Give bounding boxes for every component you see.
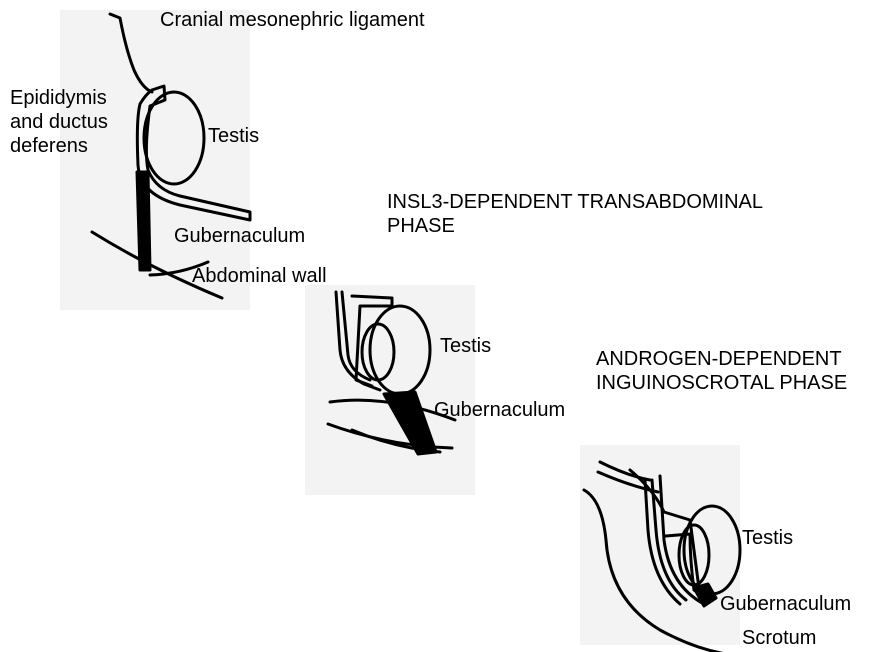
gubernaculum-label-3: Gubernaculum: [720, 592, 851, 616]
testis-label-3: Testis: [742, 526, 793, 550]
testis-label-1: Testis: [208, 124, 259, 148]
gubernaculum-label-1: Gubernaculum: [174, 224, 305, 248]
testis-label-2: Testis: [440, 334, 491, 358]
inguinoscrotal-phase-line2: INGUINOSCROTAL PHASE: [596, 371, 847, 395]
transabdominal-phase-line1: INSL3-DEPENDENT TRANSABDOMINAL: [387, 190, 763, 214]
scrotum-label: Scrotum: [742, 626, 816, 650]
epididymis-label-line3: deferens: [10, 134, 108, 158]
gubernaculum-1: [137, 172, 150, 270]
testis-2: [370, 306, 430, 394]
stage1-drawing: [92, 14, 250, 298]
testis-3: [684, 506, 740, 594]
transabdominal-phase-line2: PHASE: [387, 214, 763, 238]
testis-1: [144, 92, 204, 184]
abdominal-wall-label: Abdominal wall: [192, 264, 327, 288]
epididymis-label: Epididymis and ductus deferens: [10, 86, 108, 158]
cranial-mesonephric-ligament-label: Cranial mesonephric ligament: [160, 8, 425, 32]
gubernaculum-3: [694, 584, 716, 606]
transabdominal-phase-label: INSL3-DEPENDENT TRANSABDOMINAL PHASE: [387, 190, 763, 238]
epididymis-label-line2: and ductus: [10, 110, 108, 134]
inguinoscrotal-phase-line1: ANDROGEN-DEPENDENT: [596, 347, 847, 371]
inguinoscrotal-phase-label: ANDROGEN-DEPENDENT INGUINOSCROTAL PHASE: [596, 347, 847, 395]
testis-2-back: [362, 324, 394, 380]
epididymis-duct: [137, 86, 250, 220]
gubernaculum-label-2: Gubernaculum: [434, 398, 565, 422]
epididymis-label-line1: Epididymis: [10, 86, 108, 110]
stage3-drawing: [584, 462, 740, 652]
stage2-drawing: [328, 292, 455, 452]
cranial-mesonephric-ligament: [110, 14, 152, 92]
